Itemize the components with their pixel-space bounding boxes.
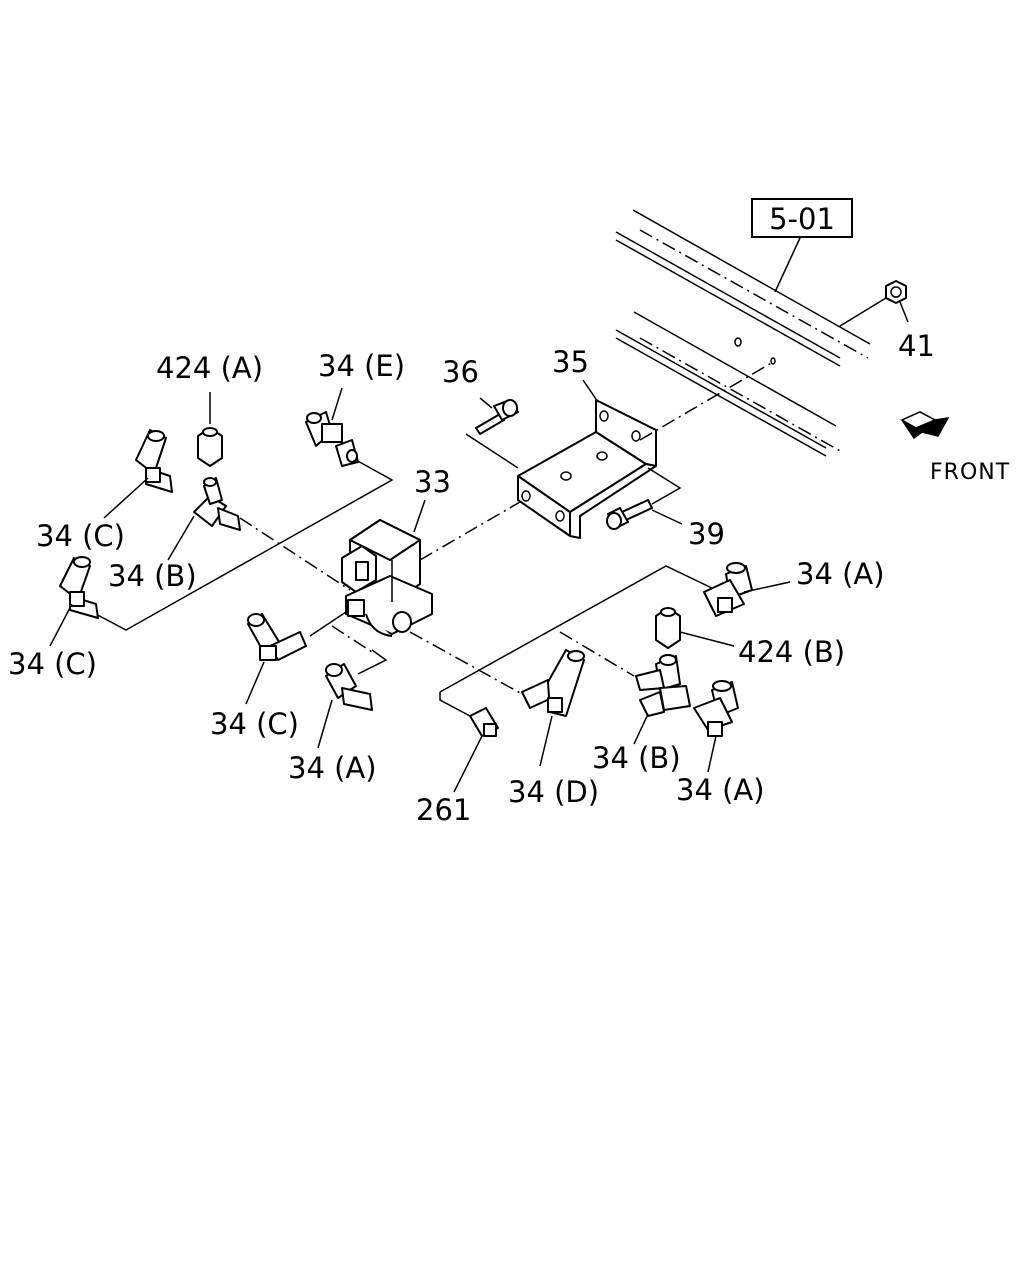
label-34c-top: 34 (C) <box>36 519 125 553</box>
label-261: 261 <box>416 793 471 827</box>
fitting-34a-bottom: 34 (A) <box>676 680 765 807</box>
label-34b-left: 34 (B) <box>108 559 197 593</box>
label-424a: 424 (A) <box>156 351 263 385</box>
label-39: 39 <box>688 517 725 551</box>
bolt-39: 39 <box>606 499 725 551</box>
fitting-34b-right: 34 (B) <box>592 654 691 775</box>
label-34a-bottom: 34 (A) <box>676 773 765 807</box>
label-34a-mid: 34 (A) <box>288 751 377 785</box>
label-34c-mid: 34 (C) <box>210 707 299 741</box>
label-33: 33 <box>414 465 451 499</box>
frame-rail <box>615 209 871 457</box>
fitting-34c-top: 34 (C) <box>36 429 173 553</box>
fitting-34c-left: 34 (C) <box>8 556 99 681</box>
label-36: 36 <box>442 355 479 389</box>
fitting-34d: 34 (D) <box>508 649 599 809</box>
label-35: 35 <box>552 345 589 379</box>
fitting-34c-mid: 34 (C) <box>210 613 307 741</box>
reference-box-label: 5-01 <box>769 202 835 236</box>
front-label: FRONT <box>930 460 1010 485</box>
coupling-424b: 424 (B) <box>655 607 845 669</box>
label-34c-left: 34 (C) <box>8 647 97 681</box>
bracket-35: 35 <box>517 345 657 539</box>
label-34e: 34 (E) <box>318 349 405 383</box>
nut-41: 41 <box>839 280 935 363</box>
plug-261: 261 <box>416 707 499 827</box>
fitting-34a-right: 34 (A) <box>703 557 885 617</box>
bolt-36: 36 <box>442 355 519 435</box>
coupling-424a: 424 (A) <box>156 351 263 467</box>
label-34d: 34 (D) <box>508 775 599 809</box>
label-34a-right: 34 (A) <box>796 557 885 591</box>
reference-box: 5-01 <box>751 198 853 293</box>
front-arrow-icon <box>900 411 950 440</box>
label-424b: 424 (B) <box>738 635 845 669</box>
fitting-34b-left: 34 (B) <box>108 477 241 593</box>
valve-33: 33 <box>341 465 451 637</box>
fitting-34a-mid: 34 (A) <box>288 663 377 785</box>
fitting-34e: 34 (E) <box>305 349 405 467</box>
label-34b-right: 34 (B) <box>592 741 681 775</box>
label-41: 41 <box>898 329 935 363</box>
